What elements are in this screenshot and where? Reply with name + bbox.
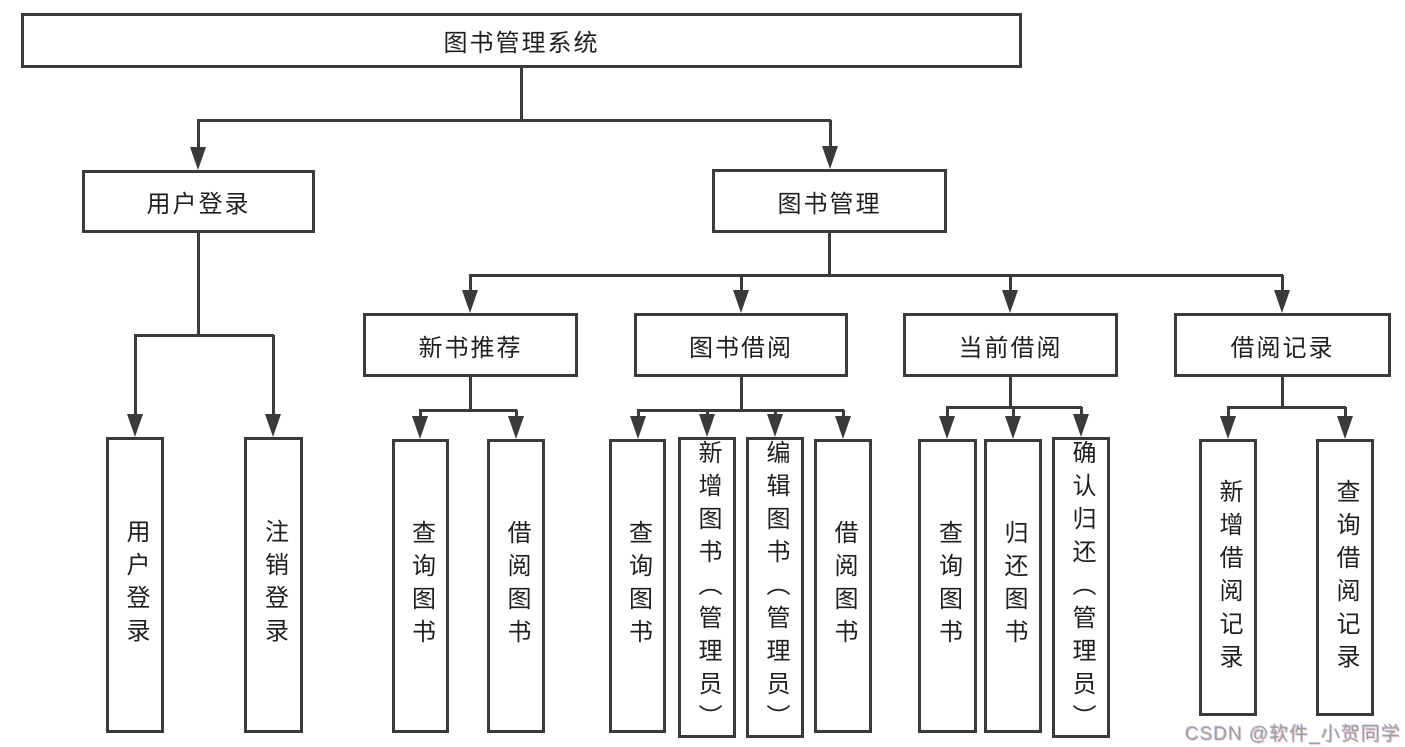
arrow-down-icon [1220,416,1236,439]
node-label: 查询图书 [934,520,962,652]
arrow-down-icon [767,414,783,437]
connector-stem [520,68,523,121]
connector-drop [134,335,137,418]
node-book-management: 图书管理 [712,169,947,233]
connector-stem [740,377,743,411]
node-book-borrowing: 图书借阅 [634,313,848,377]
node-borrow-book-rec: 借阅图书 [487,439,545,733]
node-label: 图书借阅 [689,334,793,362]
connector-bar [469,274,1283,277]
node-query-book-current: 查询图书 [918,439,977,733]
node-user-login-group: 用户登录 [82,170,315,233]
connector-drop [637,410,640,420]
node-label: 新增图书（管理员） [694,440,721,737]
node-query-book-rec: 查询图书 [392,439,449,733]
connector-drop [1227,407,1230,420]
connector-drop [842,410,845,420]
arrow-down-icon [462,290,478,313]
arrow-down-icon [699,414,715,437]
arrow-down-icon [127,414,143,437]
node-label: 编辑图书（管理员） [762,440,789,737]
arrow-down-icon [412,416,428,439]
connector-stem [828,233,831,276]
connector-drop [1080,407,1083,418]
arrow-down-icon [265,414,281,437]
node-borrow-book: 借阅图书 [814,439,872,733]
node-label: 图书管理系统 [443,30,600,57]
connector-stem [1009,377,1012,408]
connector-drop [946,407,949,420]
connector-drop [1012,407,1015,420]
connector-stem [469,377,472,411]
arrow-down-icon [939,416,955,439]
connector-bar [197,119,831,122]
node-label: 注销登录 [260,519,288,651]
node-borrowing-records: 借阅记录 [1174,313,1391,377]
connector-drop [1344,407,1347,420]
node-label: 当前借阅 [958,334,1063,362]
arrow-down-icon [1337,416,1353,439]
node-return-book: 归还图书 [984,439,1042,733]
node-add-book-admin: 新增图书（管理员） [678,437,736,738]
node-label: 归还图书 [1000,520,1027,652]
arrow-down-icon [1005,416,1021,439]
connector-drop [1281,275,1284,294]
node-edit-book-admin: 编辑图书（管理员） [746,437,804,738]
node-label: 用户登录 [146,191,251,218]
node-label: 借阅图书 [503,520,530,652]
connector-drop [469,275,472,294]
arrow-down-icon [835,416,851,439]
node-label: 查询借阅记录 [1332,478,1359,677]
connector-bar [134,334,274,337]
arrow-down-icon [630,416,646,439]
arrow-down-icon [1274,290,1290,313]
node-new-book-recommend: 新书推荐 [363,313,578,377]
connector-drop [419,410,422,420]
arrow-down-icon [508,416,524,439]
connector-drop [740,275,743,294]
connector-drop [272,335,275,418]
connector-bar [1227,406,1346,409]
node-label: 新书推荐 [418,334,523,362]
connector-stem [1281,377,1284,408]
connector-drop [197,120,200,151]
node-query-book-borrow: 查询图书 [609,439,666,733]
node-confirm-return-admin: 确认归还（管理员） [1052,437,1110,738]
node-label: 用户登录 [122,519,149,651]
node-label: 新增借阅记录 [1215,478,1242,677]
node-label: 借阅图书 [830,520,857,652]
node-label: 查询图书 [624,520,652,652]
node-label: 图书管理 [777,190,882,218]
arrow-down-icon [1073,414,1089,437]
node-label: 确认归还（管理员） [1068,440,1095,737]
connector-drop [515,410,518,420]
node-add-borrow-record: 新增借阅记录 [1199,439,1257,716]
node-label: 查询图书 [407,520,435,652]
arrow-down-icon [190,147,206,170]
arrow-down-icon [822,146,838,169]
connector-bar [637,409,844,412]
connector-drop [1009,275,1012,294]
connector-drop [829,120,832,150]
node-query-borrow-record: 查询借阅记录 [1316,439,1374,716]
arrow-down-icon [1002,290,1018,313]
csdn-watermark: CSDN @软件_小贺同学 [1185,724,1401,745]
connector-bar [419,409,517,412]
connector-stem [197,233,200,336]
node-root: 图书管理系统 [21,13,1022,68]
arrow-down-icon [733,290,749,313]
node-user-login: 用户登录 [106,437,164,733]
node-current-borrowing: 当前借阅 [903,313,1118,377]
node-label: 借阅记录 [1230,334,1335,362]
node-logout: 注销登录 [244,437,303,733]
